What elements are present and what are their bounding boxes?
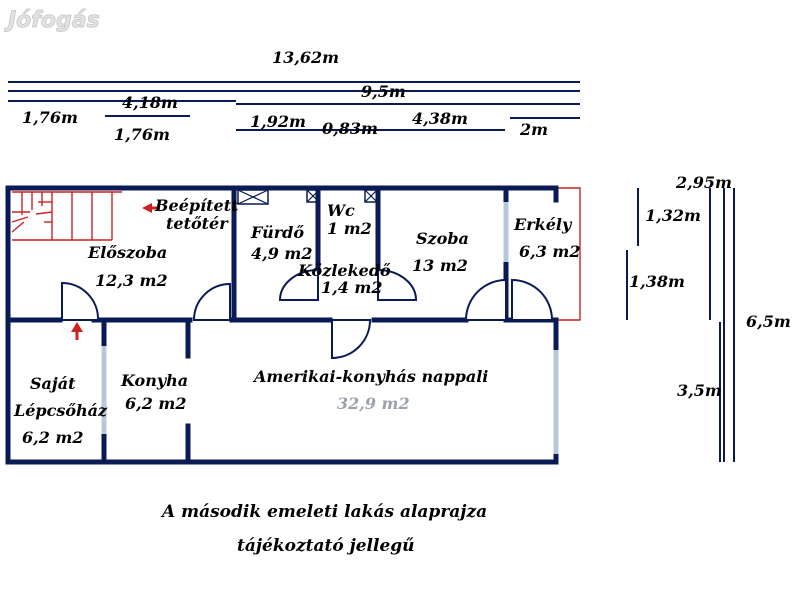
room-furdo-area: 4,9 m2 (251, 244, 312, 263)
dim-left-b: 4,18m (122, 93, 178, 112)
room-beepitett-label-2: tetőtér (166, 214, 229, 233)
room-nappali-area: 32,9 m2 (337, 394, 410, 413)
doors (61, 268, 554, 360)
room-konyha-area: 6,2 m2 (125, 394, 186, 413)
room-erkely-area: 6,3 m2 (519, 242, 580, 261)
jofogas-watermark-logo: Jófogás (4, 8, 100, 33)
room-szoba-area: 13 m2 (412, 256, 468, 275)
room-kozlekedo-name: Közlekedő (297, 261, 391, 280)
dim-side-a: 2,95m (675, 173, 732, 192)
dim-mid-b: 0,83m (322, 119, 378, 138)
staircase-symbol (11, 191, 122, 241)
room-erkely-name: Erkély (513, 215, 573, 234)
caption-line-1: A második emeleti lakás alaprajza (160, 502, 487, 522)
room-lepcsohaz-area: 6,2 m2 (22, 428, 83, 447)
caption-line-2: tájékoztató jellegű (237, 536, 415, 556)
dim-mid-c: 4,38m (412, 109, 468, 128)
dim-total-width: 13,62m (272, 48, 339, 67)
balcony-outline (556, 187, 581, 321)
room-wc-name: Wc (327, 201, 355, 220)
room-beepitett-label-1: Beépített (154, 196, 239, 215)
side-dimension-lines (626, 188, 735, 462)
top-dimension-lines (8, 81, 580, 131)
room-eloszoba-name: Előszoba (87, 243, 167, 262)
room-lepcsohaz-label-2: Lépcsőház (13, 401, 108, 420)
dim-right-span: 9,5m (361, 82, 406, 101)
room-szoba-name: Szoba (416, 229, 469, 248)
room-lepcsohaz-label-1: Saját (30, 374, 76, 393)
room-furdo-name: Fürdő (250, 223, 304, 242)
dim-side-total: 6,5m (746, 312, 791, 331)
windows (101, 202, 559, 454)
room-kozlekedo-area: 1,4 m2 (321, 278, 382, 297)
dim-mid-d: 2m (519, 120, 548, 139)
dim-left-c: 1,76m (114, 125, 170, 144)
dim-mid-a: 1,92m (250, 112, 306, 131)
dim-left-a: 1,76m (22, 108, 78, 127)
bathroom-fixtures (237, 189, 378, 205)
room-eloszoba-area: 12,3 m2 (95, 271, 168, 290)
dim-side-d: 3,5m (677, 381, 722, 400)
room-konyha-name: Konyha (120, 371, 188, 390)
room-nappali-name: Amerikai-konyhás nappali (252, 367, 488, 386)
dim-side-b: 1,32m (645, 206, 701, 225)
dim-side-c: 1,38m (629, 272, 685, 291)
room-wc-area: 1 m2 (327, 219, 372, 238)
